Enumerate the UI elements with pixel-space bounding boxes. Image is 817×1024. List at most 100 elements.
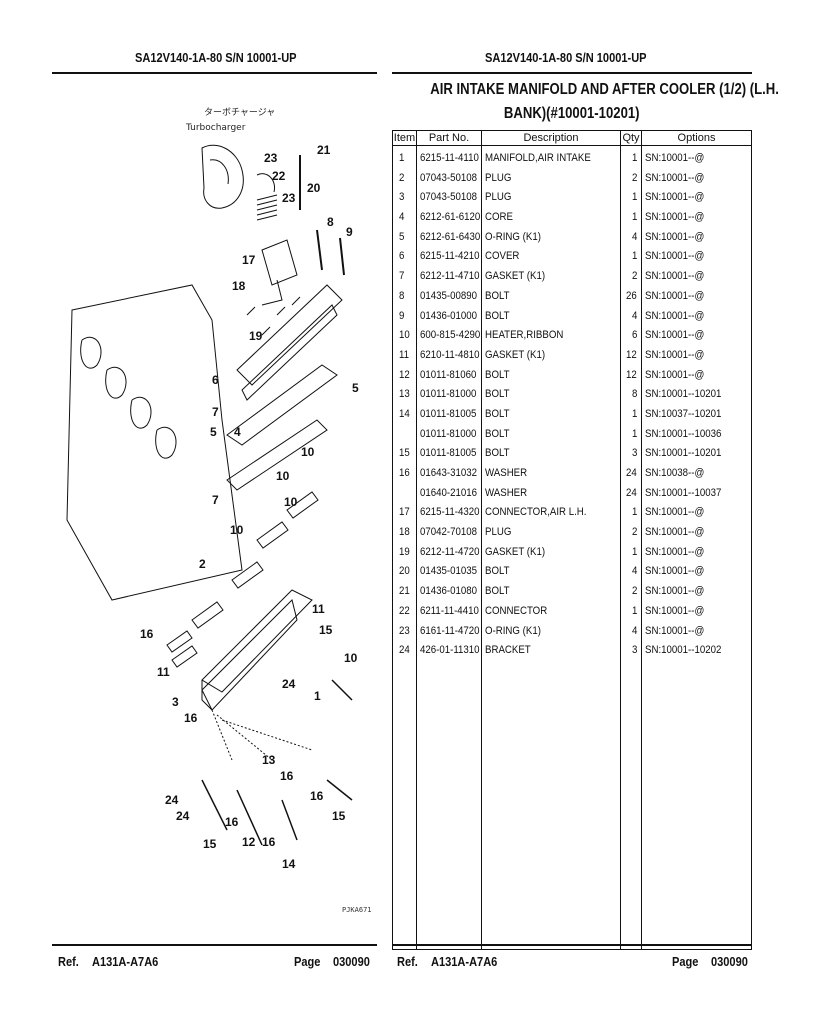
callout-label: 18 bbox=[232, 279, 246, 293]
cell-description: GASKET (K1) bbox=[485, 270, 546, 283]
cell-qty: 2 bbox=[631, 526, 638, 539]
cell-description: COVER bbox=[485, 250, 520, 263]
callout-label: 20 bbox=[307, 181, 321, 195]
cell-part-no: 01011-81000 bbox=[420, 388, 477, 401]
cell-part-no: 01435-01035 bbox=[420, 565, 478, 578]
cell-qty: 2 bbox=[631, 270, 638, 283]
cell-item: 14 bbox=[399, 407, 410, 420]
cell-qty: 4 bbox=[631, 309, 638, 322]
cell-qty: 1 bbox=[631, 211, 638, 224]
callout-label: 7 bbox=[212, 405, 219, 419]
cell-item: 10 bbox=[399, 329, 410, 342]
cell-options: SN:10001--10201 bbox=[645, 388, 722, 401]
cell-part-no: 07043-50108 bbox=[420, 171, 478, 184]
cell-part-no: 600-815-4290 bbox=[420, 329, 481, 342]
cell-qty: 1 bbox=[631, 545, 638, 558]
cell-qty: 2 bbox=[631, 171, 638, 184]
callout-label: 10 bbox=[344, 651, 358, 665]
callout-label: 5 bbox=[210, 425, 217, 439]
cell-part-no: 01011-81060 bbox=[420, 368, 477, 381]
cell-item: 23 bbox=[399, 624, 410, 637]
cell-part-no: 6211-11-4410 bbox=[420, 604, 479, 617]
footer-rule-left bbox=[52, 944, 377, 946]
callout-label: 11 bbox=[312, 602, 325, 616]
cell-item: 8 bbox=[399, 289, 405, 302]
col-options: Options bbox=[677, 132, 716, 144]
callout-label: 12 bbox=[242, 835, 256, 849]
cell-part-no: 6212-61-6430 bbox=[420, 230, 481, 243]
callout-label: 16 bbox=[140, 627, 154, 641]
turbo-en-label: Turbocharger bbox=[185, 123, 246, 133]
cell-description: BOLT bbox=[485, 368, 510, 381]
cell-options: SN:10001--@ bbox=[645, 565, 705, 578]
cell-options: SN:10037--10201 bbox=[645, 407, 722, 420]
callout-label: 15 bbox=[319, 623, 333, 637]
footer-right-ref-value: A131A-A7A6 bbox=[431, 954, 498, 969]
callout-label: 7 bbox=[212, 493, 219, 507]
cell-part-no: 426-01-11310 bbox=[420, 644, 480, 657]
callout-label: 8 bbox=[327, 215, 334, 229]
cell-description: WASHER bbox=[485, 486, 528, 499]
cell-part-no: 01435-00890 bbox=[420, 289, 478, 302]
cell-options: SN:10001--@ bbox=[645, 171, 705, 184]
footer-left-ref-value: A131A-A7A6 bbox=[92, 954, 159, 969]
callout-label: 16 bbox=[225, 815, 239, 829]
cell-item: 17 bbox=[399, 506, 410, 519]
cell-options: SN:10001--@ bbox=[645, 506, 705, 519]
cell-qty: 1 bbox=[631, 506, 638, 519]
callout-label: 1 bbox=[314, 689, 321, 703]
cell-description: BOLT bbox=[485, 309, 510, 322]
cell-qty: 3 bbox=[631, 447, 638, 460]
cell-part-no: 01640-21016 bbox=[420, 486, 478, 499]
cell-options: SN:10038--@ bbox=[645, 467, 705, 479]
cell-description: BRACKET bbox=[485, 644, 531, 657]
cell-qty: 12 bbox=[625, 368, 637, 381]
cell-options: SN:10001--@ bbox=[645, 545, 705, 558]
cell-options: SN:10001--@ bbox=[645, 191, 705, 204]
cell-description: BOLT bbox=[485, 289, 510, 302]
cell-description: O-RING (K1) bbox=[485, 624, 541, 637]
callout-label: 19 bbox=[249, 329, 263, 343]
callout-label: 15 bbox=[203, 837, 217, 851]
callout-label: 5 bbox=[352, 381, 359, 395]
cell-part-no: 01643-31032 bbox=[420, 467, 478, 479]
exploded-parts-diagram: ターボチャージャ Turbocharger PJKA671 2123222023… bbox=[66, 107, 372, 914]
col-item: Item bbox=[393, 131, 417, 145]
callout-label: 16 bbox=[310, 789, 324, 803]
callout-label: 16 bbox=[280, 769, 294, 783]
cell-description: PLUG bbox=[485, 171, 512, 184]
header-right: SA12V140-1A-80 S/N 10001-UP bbox=[485, 50, 647, 65]
cell-part-no: 6212-61-6120 bbox=[420, 211, 481, 224]
turbo-jp-label: ターボチャージャ bbox=[204, 107, 275, 118]
cell-description: WASHER bbox=[485, 467, 528, 479]
cell-item: 20 bbox=[399, 565, 410, 578]
cell-part-no: 01011-81005 bbox=[420, 447, 477, 460]
cell-description: BOLT bbox=[485, 585, 510, 598]
callout-label: 21 bbox=[317, 143, 331, 157]
cell-part-no: 6215-11-4210 bbox=[420, 250, 480, 263]
cell-qty: 24 bbox=[625, 486, 637, 499]
col-description: Description bbox=[482, 131, 621, 145]
cell-item bbox=[393, 484, 417, 504]
callout-label: 10 bbox=[230, 523, 244, 537]
footer-right-page-value: 030090 bbox=[711, 954, 748, 969]
cell-item: 15 bbox=[399, 447, 410, 460]
cell-qty: 1 bbox=[631, 604, 638, 617]
cell-options: SN:10001--@ bbox=[645, 270, 705, 283]
cell-qty: 1 bbox=[631, 152, 638, 164]
callout-label: 14 bbox=[282, 857, 296, 871]
callout-label: 13 bbox=[262, 753, 276, 767]
cell-item: 4 bbox=[399, 211, 405, 224]
callout-label: 23 bbox=[264, 151, 278, 165]
cell-description: BOLT bbox=[485, 565, 510, 578]
cell-options: SN:10001--@ bbox=[645, 624, 705, 637]
